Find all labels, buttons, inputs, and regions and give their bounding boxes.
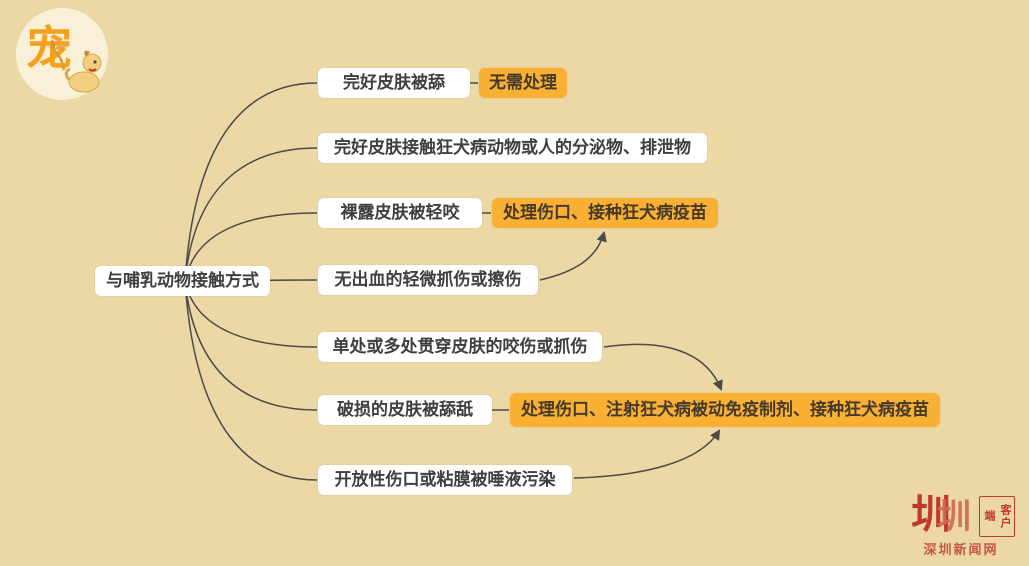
root-node: 与哺乳动物接触方式 [95,266,270,296]
news-logo: 圳 圳 客户端 深圳新闻网 [909,491,1015,558]
branch-node-bare-skin-nibbled: 裸露皮肤被轻咬 [318,198,482,228]
news-client-label: 客户端 [979,496,1015,537]
news-site-label: 深圳新闻网 [923,542,999,557]
result-node-wound-immunoglobulin-vaccine: 处理伤口、注射狂犬病被动免疫制剂、接种狂犬病疫苗 [510,393,940,427]
news-mark-glyph: 圳 [911,491,951,538]
result-node-wound-and-vaccine: 处理伤口、接种狂犬病疫苗 [492,198,718,228]
branch-node-open-wound-saliva: 开放性伤口或粘膜被唾液污染 [318,465,572,495]
news-logo-mark: 圳 圳 客户端 [909,491,1015,538]
dog-and-tree-icon [50,39,102,93]
result-node-no-treatment: 无需处理 [479,68,567,98]
branch-node-penetrating-bites: 单处或多处贯穿皮肤的咬伤或抓伤 [318,332,602,362]
branch-node-minor-scratch-no-blood: 无出血的轻微抓伤或擦伤 [318,265,538,295]
branch-node-intact-skin-licked: 完好皮肤被舔 [318,68,470,98]
news-mark-glyph-shadow: 圳 [937,497,971,537]
branch-node-intact-skin-secretions: 完好皮肤接触狂犬病动物或人的分泌物、排泄物 [318,133,707,163]
pet-logo: 宠 [16,8,108,100]
branch-node-broken-skin-licked: 破损的皮肤被舔舐 [318,395,492,425]
